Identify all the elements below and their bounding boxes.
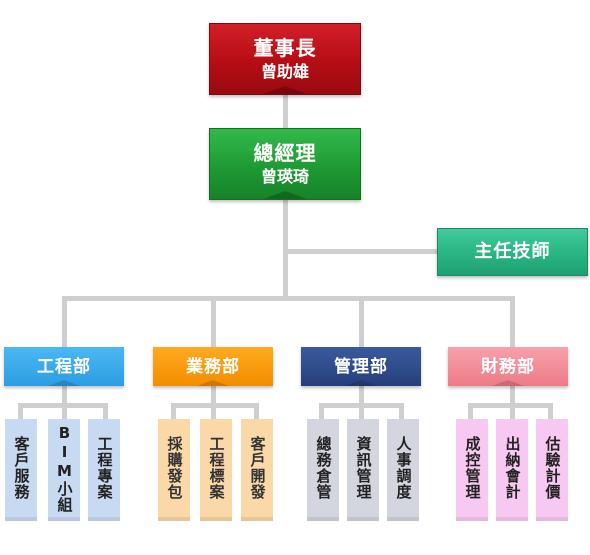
- department-engineering: 工程部: [4, 347, 124, 386]
- connector-unit: [62, 403, 67, 419]
- connector-unit: [510, 403, 515, 419]
- connector-dept-2: [211, 296, 216, 347]
- chief-engineer-title: 主任技師: [474, 241, 551, 262]
- unit-box: 客戶服務: [5, 419, 37, 521]
- connector-unit: [211, 403, 216, 419]
- general-manager-name: 曾瑛琦: [260, 167, 309, 186]
- general-manager-title: 總經理: [253, 141, 317, 165]
- chairman-box: 董事長 曾助雄: [209, 23, 361, 95]
- connector-dept-1: [62, 296, 67, 347]
- unit-box: 人事調度: [387, 419, 419, 521]
- unit-box: 資訊管理: [347, 419, 379, 521]
- unit-box: 出納會計: [496, 419, 528, 521]
- connector-chairman-gm: [283, 95, 288, 128]
- department-label: 工程部: [37, 356, 91, 377]
- unit-box: 估驗計價: [536, 419, 568, 521]
- connector-unit-stem: [510, 386, 515, 403]
- unit-box: 採購發包: [158, 419, 190, 521]
- chairman-title: 董事長: [253, 36, 317, 60]
- unit-box: 成控管理: [456, 419, 488, 521]
- chief-engineer-box: 主任技師: [437, 228, 588, 276]
- unit-box: BIM小組: [48, 419, 80, 521]
- connector-dept-3: [359, 296, 364, 347]
- connector-unit: [103, 403, 108, 419]
- connector-unit: [254, 403, 259, 419]
- connector-unit: [399, 403, 404, 419]
- department-label: 管理部: [334, 356, 388, 377]
- general-manager-box: 總經理 曾瑛琦: [209, 128, 361, 200]
- unit-box: 工程專案: [88, 419, 120, 521]
- department-finance: 財務部: [448, 347, 568, 386]
- unit-box: 客戶開發: [241, 419, 273, 521]
- unit-box: 總務倉管: [307, 419, 339, 521]
- department-label: 財務部: [481, 356, 535, 377]
- connector-unit: [359, 403, 364, 419]
- connector-unit-stem: [359, 386, 364, 403]
- connector-unit: [468, 403, 473, 419]
- connector-unit-stem: [62, 386, 67, 403]
- connector-unit: [319, 403, 324, 419]
- chairman-name: 曾助雄: [260, 62, 309, 81]
- connector-dept-bus: [62, 296, 515, 301]
- unit-box: 工程標案: [200, 419, 232, 521]
- connector-dept-4: [510, 296, 515, 347]
- department-management: 管理部: [301, 347, 421, 386]
- connector-unit-stem: [211, 386, 216, 403]
- department-business: 業務部: [153, 347, 273, 386]
- connector-unit: [548, 403, 553, 419]
- connector-unit: [18, 403, 23, 419]
- department-label: 業務部: [186, 356, 240, 377]
- connector-unit: [171, 403, 176, 419]
- connector-chief-engineer: [285, 249, 437, 254]
